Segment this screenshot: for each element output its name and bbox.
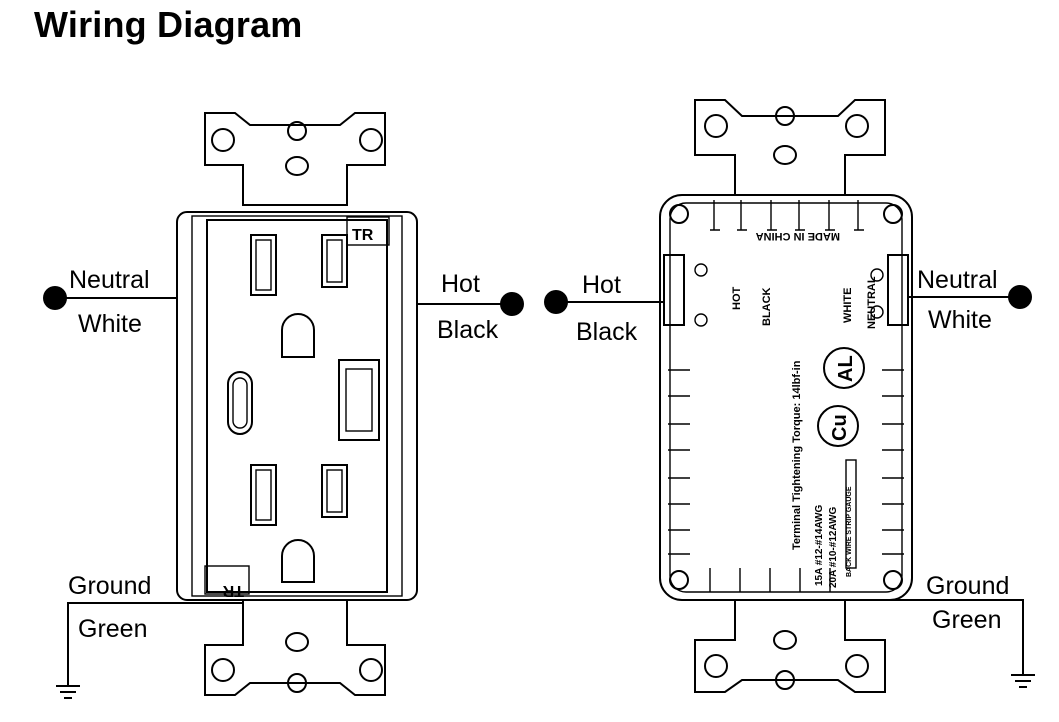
back-wires: [544, 285, 1035, 688]
front-black-label: Black: [437, 316, 499, 344]
tr-mark-bottom: TR: [222, 582, 244, 599]
hot-terminal-dot-back: [544, 290, 568, 314]
diagram-title: Wiring Diagram: [34, 4, 303, 45]
hot-body-label: HOT: [731, 287, 743, 311]
hot-terminal-dot-front: [500, 292, 524, 316]
front-white-label: White: [78, 310, 142, 338]
back-neutral-label: Neutral: [917, 266, 998, 294]
neutral-terminal-dot-back: [1008, 285, 1032, 309]
front-view-outlet: TR TR: [176, 112, 418, 696]
awg-15-label: 15A #12-#14AWG: [814, 504, 825, 586]
black-body-label: BLACK: [761, 287, 773, 326]
front-wires: [43, 286, 524, 699]
back-white-label: White: [928, 306, 992, 334]
front-hot-label: Hot: [441, 270, 480, 298]
strip-gauge-label: BACK WIRE STRIP GAUGE: [846, 486, 853, 577]
back-view-outlet: Cu AL: [659, 99, 913, 693]
back-green-label: Green: [932, 606, 1001, 634]
back-black-label: Black: [576, 318, 638, 346]
back-hot-label: Hot: [582, 271, 621, 299]
torque-label: Terminal Tightening Torque: 14lbf-in: [791, 360, 803, 550]
neutral-body-label: NEUTRAL: [866, 276, 878, 329]
made-in-label: MADE IN CHINA: [756, 230, 840, 242]
cu-mark: Cu: [829, 414, 851, 441]
al-mark: AL: [835, 355, 857, 382]
white-body-label: WHITE: [842, 288, 854, 323]
tr-mark-top: TR: [352, 227, 374, 244]
awg-20-label: 20A #10-#12AWG: [828, 506, 839, 588]
neutral-terminal-dot-front: [43, 286, 67, 310]
front-neutral-label: Neutral: [69, 266, 150, 294]
back-ground-label: Ground: [926, 572, 1009, 600]
front-ground-label: Ground: [68, 572, 151, 600]
front-green-label: Green: [78, 615, 147, 643]
